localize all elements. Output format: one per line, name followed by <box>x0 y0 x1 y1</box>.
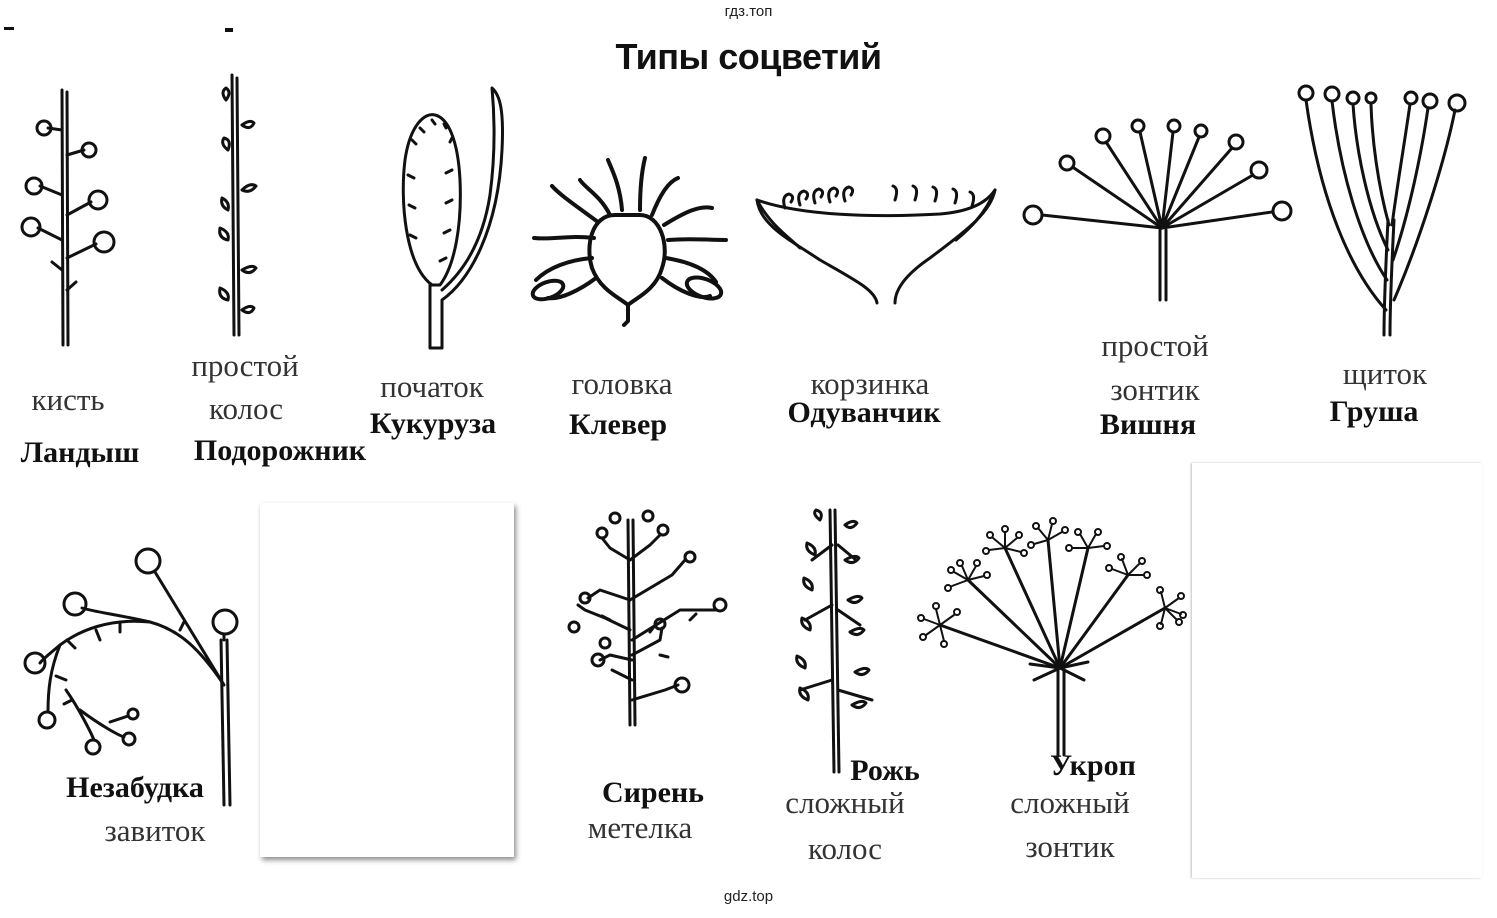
label-compound-spike-line1: сложный <box>785 785 905 820</box>
label-plantain: Подорожник <box>193 434 367 467</box>
umbel-drawing <box>1022 118 1293 302</box>
watermark-top: гдз.топ <box>724 3 773 20</box>
head-drawing <box>530 156 728 327</box>
label-dill: Укроп <box>1050 749 1136 782</box>
label-umbel-line1: простой <box>1101 328 1209 363</box>
label-compound-umbel-line2: зонтик <box>1025 829 1115 864</box>
label-lily-of-the-valley: Ландыш <box>20 436 140 469</box>
label-rye: Рожь <box>850 754 920 787</box>
label-dandelion: Одуванчик <box>787 396 941 429</box>
panicle-drawing <box>567 509 728 727</box>
label-spadix: початок <box>380 369 484 404</box>
spadix-drawing <box>401 86 504 350</box>
label-compound-spike-line2: колос <box>807 831 883 866</box>
label-capitulum: корзинка <box>810 366 930 401</box>
blank-card <box>1192 463 1482 878</box>
label-forget-me-not: Незабудка <box>66 771 204 804</box>
scan-artifact <box>225 28 233 32</box>
label-umbel-line2: зонтик <box>1110 372 1200 407</box>
label-corymb: щиток <box>1342 356 1428 391</box>
label-cincinnus: завиток <box>104 813 206 848</box>
label-cherry: Вишня <box>1099 408 1197 441</box>
label-spike-line1: простой <box>191 348 299 383</box>
compound-umbel-drawing <box>917 517 1187 757</box>
raceme-drawing <box>20 88 116 347</box>
label-spike-line2: колос <box>208 391 284 426</box>
label-clover: Клевер <box>568 408 668 441</box>
label-compound-umbel-line1: сложный <box>1010 785 1130 820</box>
compound-spike-drawing <box>795 508 874 774</box>
label-head: головка <box>571 366 673 401</box>
cincinnus-drawing <box>23 547 239 807</box>
diagram-title: Типы соцветий <box>615 36 882 77</box>
scan-artifact <box>4 27 14 30</box>
watermark-bottom: gdz.top <box>723 888 774 905</box>
label-corn: Кукуруза <box>369 407 497 440</box>
label-raceme: кисть <box>31 382 105 417</box>
capitulum-drawing <box>755 184 997 305</box>
blank-card <box>260 503 514 857</box>
label-lilac: Сирень <box>601 776 705 809</box>
label-pear: Груша <box>1329 395 1419 428</box>
corymb-drawing <box>1297 84 1467 337</box>
spike-drawing <box>218 73 258 337</box>
label-panicle: метелка <box>587 810 693 845</box>
